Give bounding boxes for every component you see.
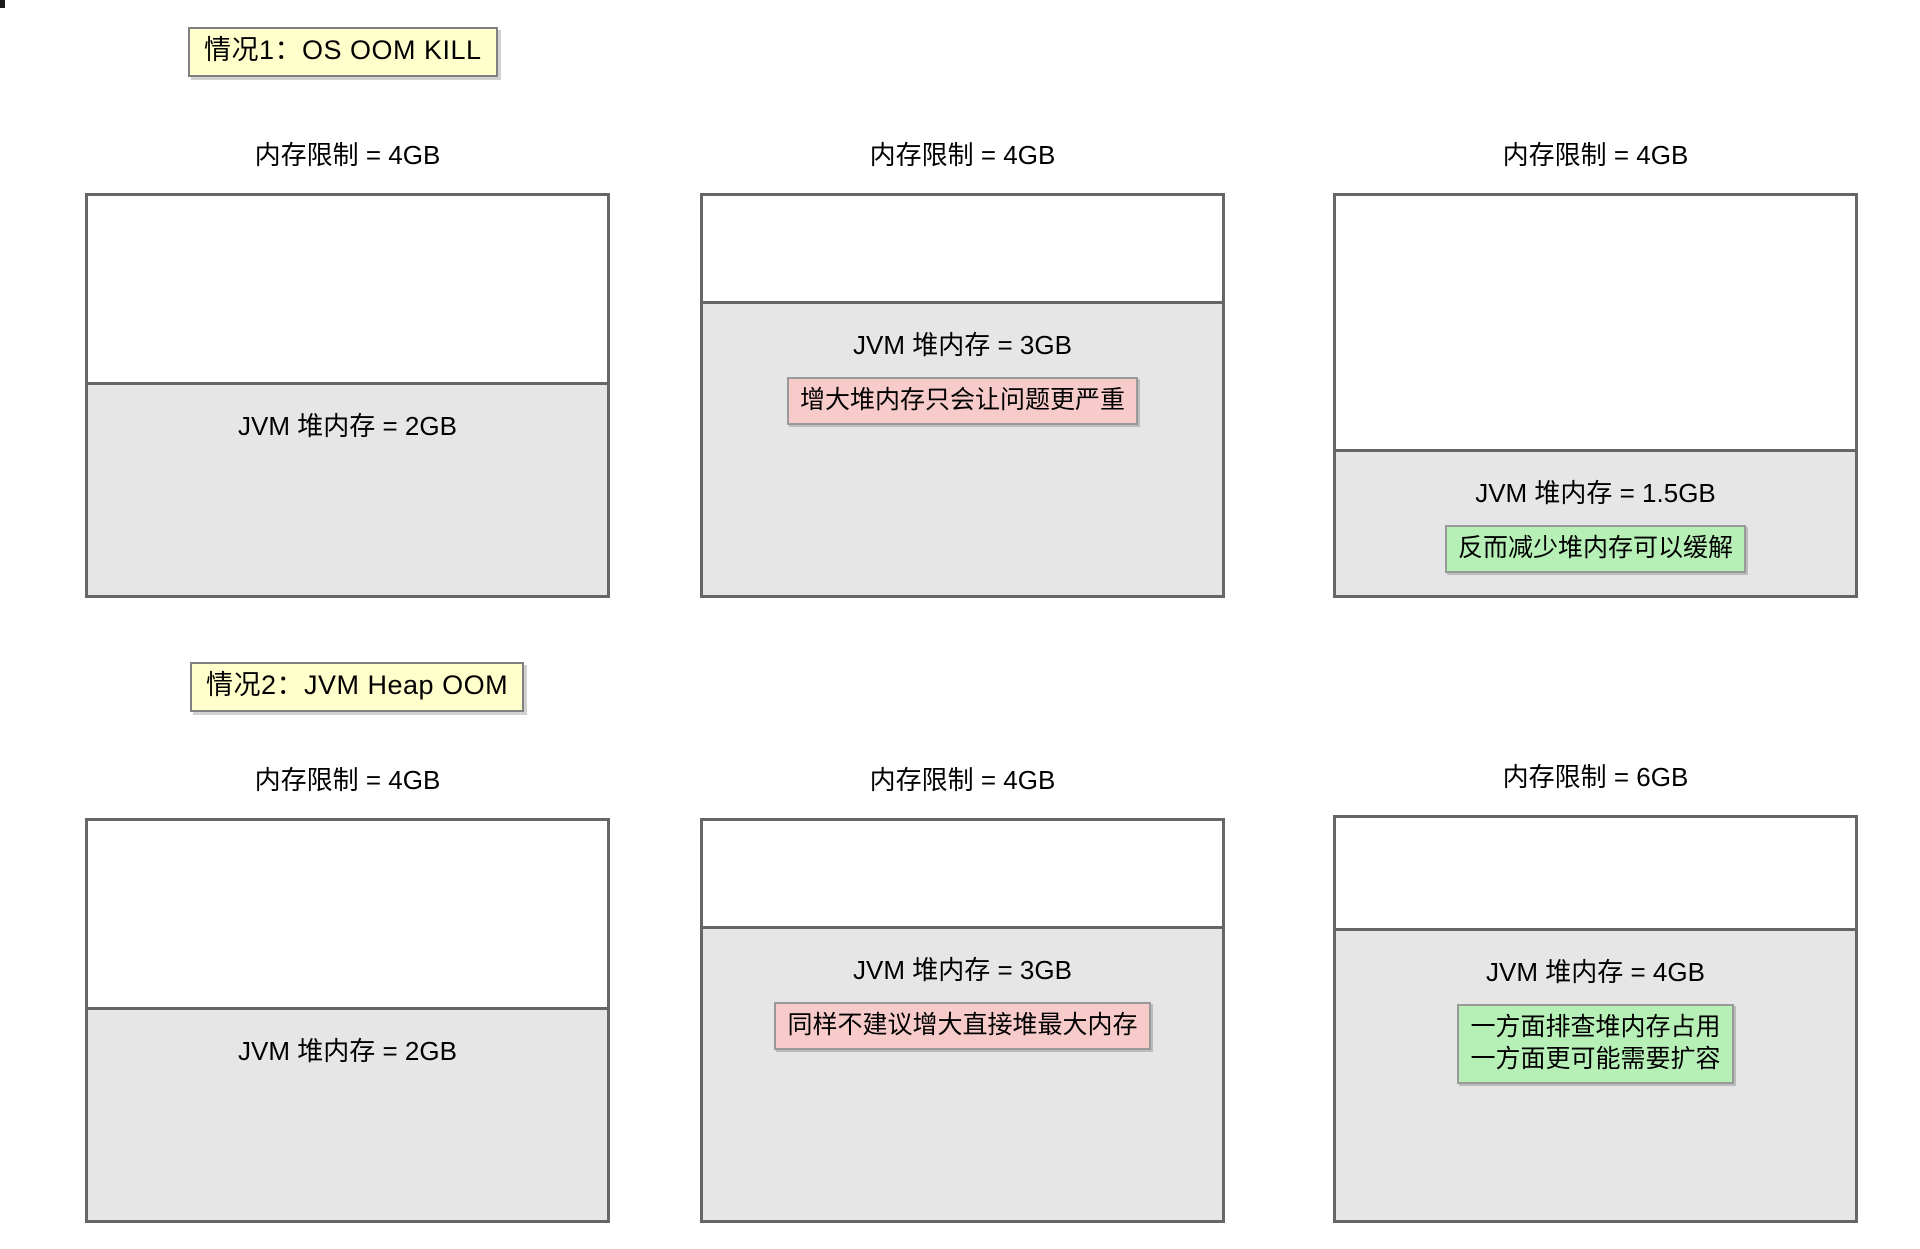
heap-region: JVM 堆内存 = 1.5GB 反而减少堆内存可以缓解	[1336, 449, 1855, 595]
memory-box: JVM 堆内存 = 3GB 同样不建议增大直接堆最大内存	[700, 818, 1225, 1223]
memory-box: JVM 堆内存 = 1.5GB 反而减少堆内存可以缓解	[1333, 193, 1858, 598]
heap-label: JVM 堆内存 = 2GB	[238, 1036, 457, 1066]
non-heap-region	[88, 196, 607, 382]
section-header-case-2: 情况2：JVM Heap OOM	[190, 662, 525, 712]
heap-region: JVM 堆内存 = 2GB	[88, 1007, 607, 1220]
annotation-warning: 增大堆内存只会让问题更严重	[786, 377, 1138, 426]
panel-caption-memory-limit: 内存限制 = 4GB	[254, 140, 441, 170]
heap-region: JVM 堆内存 = 3GB 同样不建议增大直接堆最大内存	[703, 926, 1222, 1220]
panel-caption-memory-limit: 内存限制 = 4GB	[254, 765, 441, 795]
annotation-recommendation: 一方面排查堆内存占用 一方面更可能需要扩容	[1457, 1004, 1734, 1085]
capture-artifact	[0, 0, 5, 8]
non-heap-region	[1336, 196, 1855, 449]
heap-region: JVM 堆内存 = 3GB 增大堆内存只会让问题更严重	[703, 301, 1222, 595]
panel-caption-memory-limit: 内存限制 = 6GB	[1502, 762, 1689, 792]
annotation-line-1: 一方面排查堆内存占用	[1470, 1013, 1721, 1042]
heap-region: JVM 堆内存 = 4GB 一方面排查堆内存占用 一方面更可能需要扩容	[1336, 928, 1855, 1220]
memory-box: JVM 堆内存 = 2GB	[85, 193, 610, 598]
annotation-line: 同样不建议增大直接堆最大内存	[787, 1011, 1138, 1040]
memory-box: JVM 堆内存 = 2GB	[85, 818, 610, 1223]
heap-label: JVM 堆内存 = 3GB	[853, 955, 1072, 985]
annotation-warning: 同样不建议增大直接堆最大内存	[774, 1002, 1151, 1051]
section-header-case-1: 情况1：OS OOM KILL	[188, 27, 498, 77]
non-heap-region	[1336, 818, 1855, 928]
non-heap-region	[703, 196, 1222, 301]
annotation-recommendation: 反而减少堆内存可以缓解	[1444, 525, 1746, 574]
memory-box: JVM 堆内存 = 3GB 增大堆内存只会让问题更严重	[700, 193, 1225, 598]
panel-caption-memory-limit: 内存限制 = 4GB	[1502, 140, 1689, 170]
heap-region: JVM 堆内存 = 2GB	[88, 382, 607, 595]
non-heap-region	[88, 821, 607, 1007]
memory-box: JVM 堆内存 = 4GB 一方面排查堆内存占用 一方面更可能需要扩容	[1333, 815, 1858, 1223]
annotation-line: 反而减少堆内存可以缓解	[1457, 534, 1733, 563]
heap-label: JVM 堆内存 = 4GB	[1486, 957, 1705, 987]
heap-label: JVM 堆内存 = 3GB	[853, 330, 1072, 360]
heap-label: JVM 堆内存 = 1.5GB	[1475, 478, 1716, 508]
annotation-line: 增大堆内存只会让问题更严重	[799, 386, 1125, 415]
panel-caption-memory-limit: 内存限制 = 4GB	[869, 765, 1056, 795]
annotation-line-2: 一方面更可能需要扩容	[1470, 1045, 1721, 1074]
panel-caption-memory-limit: 内存限制 = 4GB	[869, 140, 1056, 170]
non-heap-region	[703, 821, 1222, 926]
heap-label: JVM 堆内存 = 2GB	[238, 411, 457, 441]
